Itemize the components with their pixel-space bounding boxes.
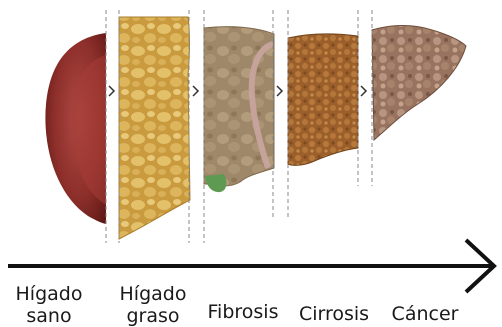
cancer-liver-segment [372, 26, 466, 141]
fatty-liver-segment [119, 17, 190, 239]
label-cirrhosis: Cirrosis [290, 303, 378, 325]
label-healthy-liver: Hígado sano [14, 283, 84, 327]
cirrhosis-liver-segment [288, 34, 358, 165]
gallbladder-icon [205, 174, 226, 192]
label-cancer: Cáncer [385, 303, 465, 325]
label-fibrosis: Fibrosis [199, 301, 287, 323]
label-fatty-liver: Hígado graso [113, 283, 193, 327]
